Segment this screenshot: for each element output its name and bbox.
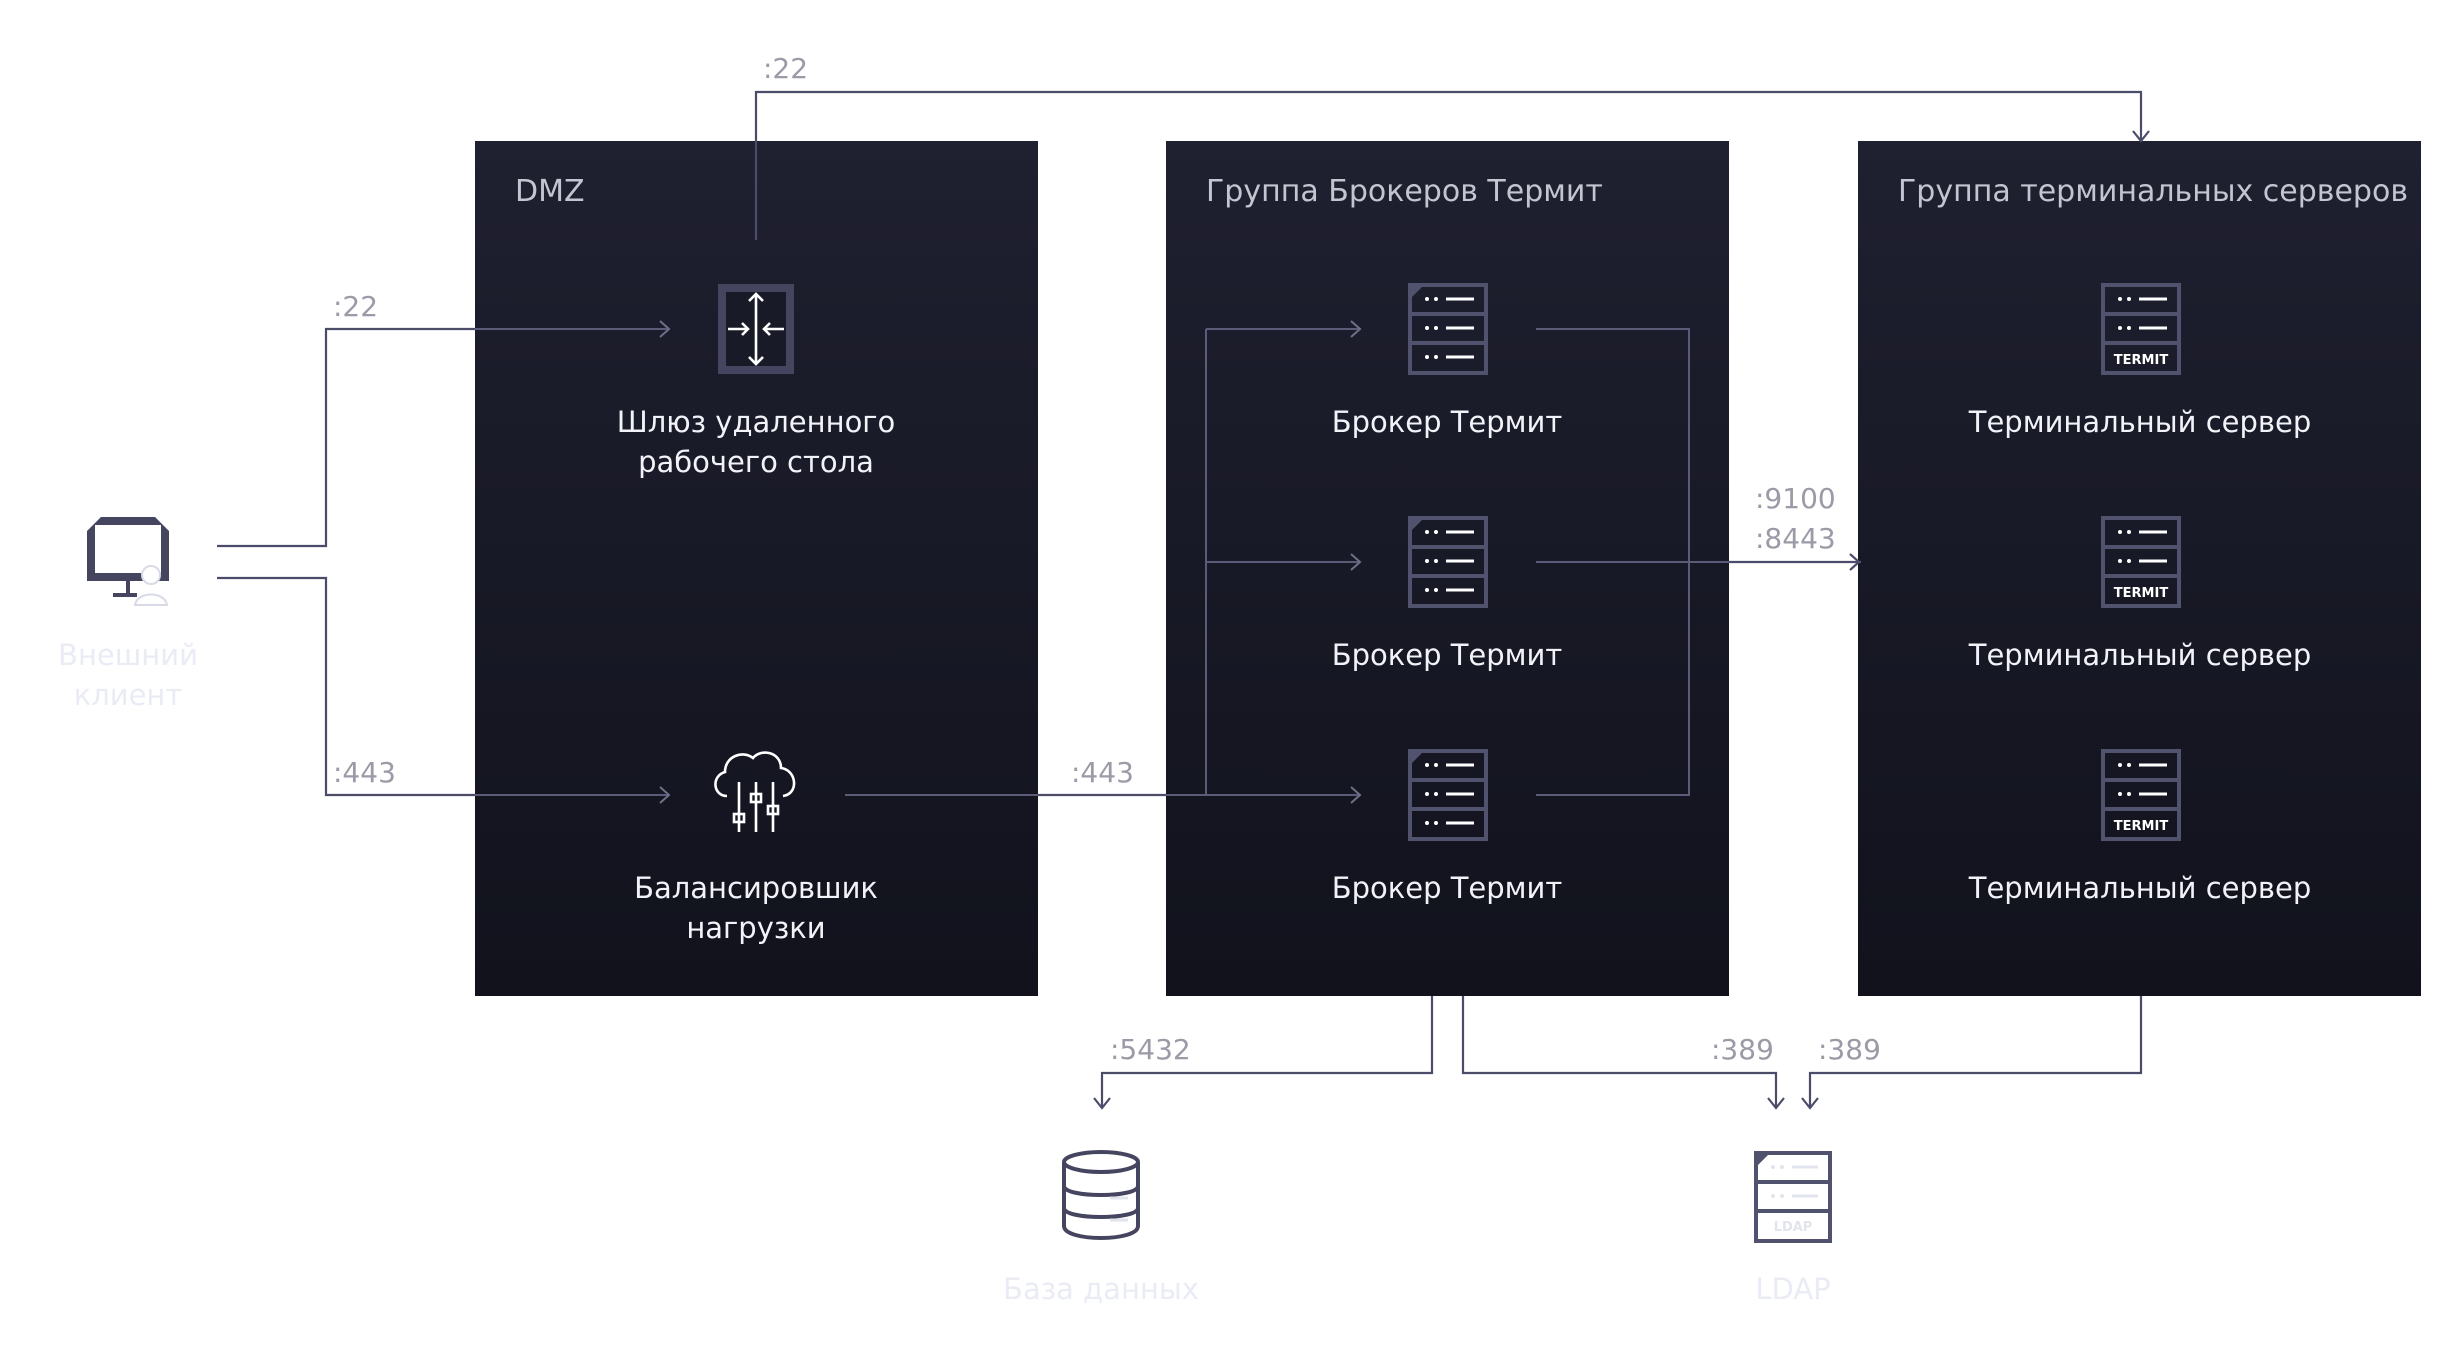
port-labels: :22 :22 :443 :443 :9100 :8443 :5432 :389… <box>333 52 1881 1066</box>
broker-collect-line <box>1536 328 1729 796</box>
port-terminal-ldap: :389 <box>1818 1033 1881 1066</box>
broker-db-line <box>1100 996 1434 1108</box>
database-label: База данных <box>1003 1272 1199 1306</box>
terminal-panel <box>1858 141 2421 996</box>
port-broker-ldap: :389 <box>1711 1033 1774 1066</box>
server-icon <box>1408 283 1488 375</box>
broker-ldap-arrow <box>1767 1097 1785 1110</box>
balancer-label-line1: Балансировшик <box>634 871 878 905</box>
port-gateway-terminal: :22 <box>763 52 808 85</box>
port-broker-db: :5432 <box>1110 1033 1191 1066</box>
balancer-label-line2: нагрузки <box>686 911 825 945</box>
inner-connections <box>475 320 1861 804</box>
port-client-gateway: :22 <box>333 290 378 323</box>
port-broker-terminal-a: :9100 <box>1755 482 1836 515</box>
broker-ldap-line <box>1461 996 1778 1108</box>
ldap-node: LDAP LDAP <box>1754 1151 1832 1306</box>
broker2-label: Брокер Термит <box>1332 638 1563 672</box>
termit-server-icon: TERMIT <box>2101 516 2181 608</box>
broker-group-title: Группа Брокеров Термит <box>1206 174 1603 209</box>
port-balancer-broker: :443 <box>1071 756 1134 789</box>
terminal1-label: Терминальный сервер <box>1968 405 2312 439</box>
terminal-ldap-line <box>1808 996 2143 1108</box>
terminal-in-arrow <box>1849 553 1861 571</box>
client-label-line2: клиент <box>74 678 183 712</box>
terminal-group: Группа терминальных серверов <box>1858 141 2421 996</box>
client-balancer-line <box>217 576 475 797</box>
terminal1-node: TERMIT Терминальный сервер <box>1968 283 2312 439</box>
dmz-panel <box>475 141 1038 996</box>
broker2-node: Брокер Термит <box>1332 516 1563 672</box>
broker-fanout-line <box>1166 328 1360 796</box>
gateway-terminal-arrow <box>2132 130 2150 143</box>
broker2-arrow <box>1350 553 1362 571</box>
ldap-badge: LDAP <box>1774 1220 1813 1235</box>
gateway-node: Шлюз удаленного рабочего стола <box>617 284 896 479</box>
dmz-group: DMZ <box>475 141 1038 996</box>
termit-server-icon: TERMIT <box>2101 749 2181 841</box>
ldap-server-icon: LDAP <box>1754 1151 1832 1243</box>
balancer-node: Балансировшик нагрузки <box>634 751 878 945</box>
broker3-node: Брокер Термит <box>1332 749 1563 905</box>
broker3-arrow <box>1350 786 1362 804</box>
database-node: База данных <box>1003 1150 1199 1306</box>
client-gateway-line <box>217 327 475 548</box>
dmz-gateway-arrow <box>659 320 671 338</box>
server-icon <box>1408 749 1488 841</box>
broker1-arrow <box>1350 320 1362 338</box>
cloud-sliders-icon <box>714 751 796 832</box>
client-label-line1: Внешний <box>58 638 198 672</box>
dmz-balancer-arrow <box>659 786 671 804</box>
termit-badge: TERMIT <box>2114 586 2169 601</box>
database-icon <box>1062 1150 1140 1240</box>
broker-group: Группа Брокеров Термит <box>1166 141 1729 996</box>
monitor-user-icon <box>87 517 169 606</box>
gateway-label-line2: рабочего стола <box>638 445 874 479</box>
broker-panel <box>1166 141 1729 996</box>
broker-db-arrow <box>1093 1097 1111 1110</box>
terminal2-node: TERMIT Терминальный сервер <box>1968 516 2312 672</box>
broker1-label: Брокер Термит <box>1332 405 1563 439</box>
ldap-label: LDAP <box>1755 1272 1830 1306</box>
gateway-arrows-icon <box>718 284 794 374</box>
gateway-terminal-line <box>754 90 2143 240</box>
broker3-label: Брокер Термит <box>1332 871 1563 905</box>
port-client-balancer: :443 <box>333 756 396 789</box>
broker1-node: Брокер Термит <box>1332 283 1563 439</box>
termit-server-icon: TERMIT <box>2101 283 2181 375</box>
terminal3-node: TERMIT Терминальный сервер <box>1968 749 2312 905</box>
terminal-group-title: Группа терминальных серверов <box>1898 174 2408 209</box>
server-icon <box>1408 516 1488 608</box>
client-node: Внешний клиент <box>58 517 198 712</box>
termit-badge: TERMIT <box>2114 819 2169 834</box>
terminal-ldap-arrow <box>1801 1097 1819 1110</box>
dmz-title: DMZ <box>515 174 585 209</box>
port-broker-terminal-b: :8443 <box>1755 522 1836 555</box>
terminal3-label: Терминальный сервер <box>1968 871 2312 905</box>
terminal2-label: Терминальный сервер <box>1968 638 2312 672</box>
gateway-label-line1: Шлюз удаленного <box>617 405 896 439</box>
connections <box>217 90 2150 1110</box>
termit-badge: TERMIT <box>2114 353 2169 368</box>
